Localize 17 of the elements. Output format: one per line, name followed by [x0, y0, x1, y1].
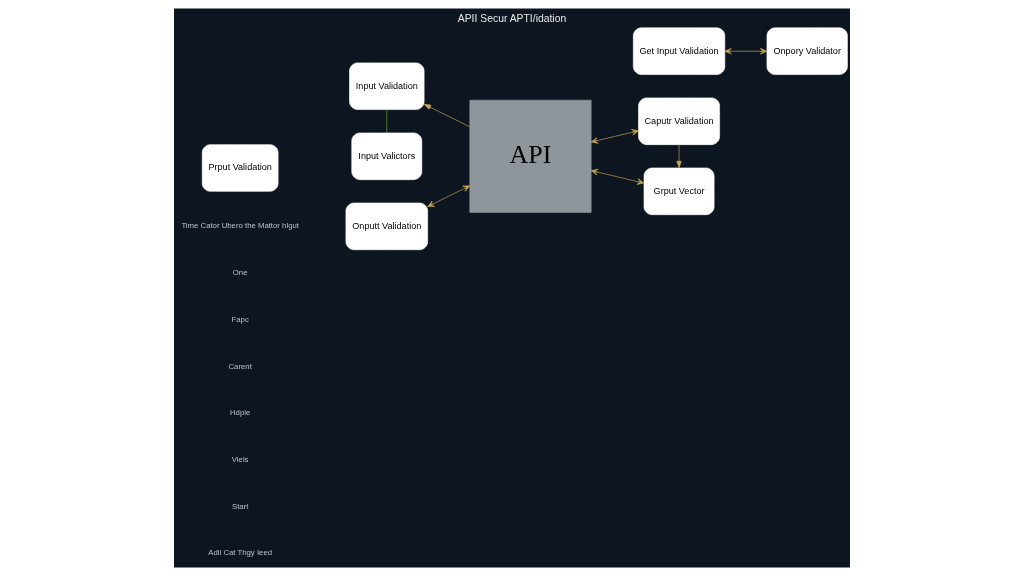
arrow — [590, 168, 645, 185]
arrow — [590, 129, 639, 144]
node-box: Onputt Validation — [345, 202, 428, 251]
arrow — [423, 103, 471, 128]
arrow — [724, 47, 768, 55]
node-box: Input Validation — [349, 62, 425, 110]
node-box: API — [469, 99, 592, 213]
node-box: Get Input Validation — [633, 27, 726, 75]
node-box: Caputr Validation — [638, 97, 720, 145]
node-box: Grput Vector — [643, 167, 715, 215]
arrow — [427, 185, 471, 207]
node-box: Prput Validation — [201, 144, 279, 192]
node-box: Onpory Validator — [766, 27, 848, 75]
diagram-title: APII Secur APTI/idation — [457, 12, 567, 24]
arrow — [676, 144, 682, 169]
node-box: Input Valictors — [351, 132, 423, 180]
connector — [386, 109, 388, 134]
